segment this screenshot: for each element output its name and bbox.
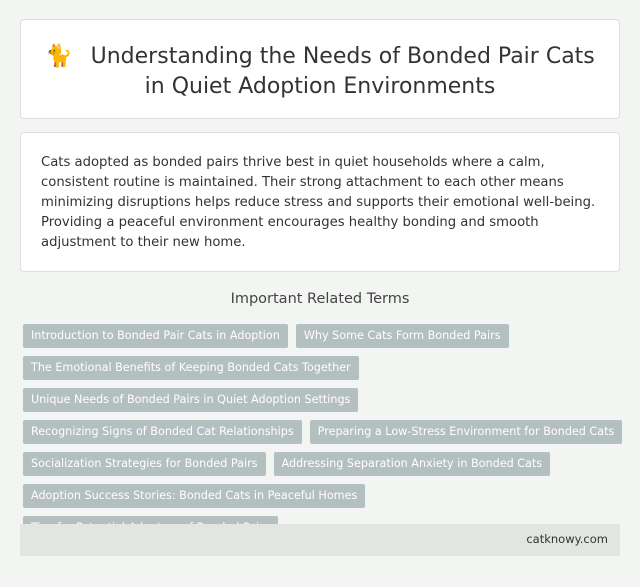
term-tag[interactable]: Addressing Separation Anxiety in Bonded …: [273, 452, 551, 476]
related-terms-list: Introduction to Bonded Pair Cats in Adop…: [23, 324, 623, 540]
term-tag[interactable]: Adoption Success Stories: Bonded Cats in…: [23, 484, 366, 508]
summary-text: Cats adopted as bonded pairs thrive best…: [41, 155, 596, 250]
title-card: 🐈 Understanding the Needs of Bonded Pair …: [20, 19, 620, 119]
term-tag[interactable]: The Emotional Benefits of Keeping Bonded…: [23, 356, 359, 380]
term-tag[interactable]: Preparing a Low-Stress Environment for B…: [309, 420, 623, 444]
footer: catknowy.com: [20, 524, 620, 556]
summary-card: Cats adopted as bonded pairs thrive best…: [20, 132, 620, 272]
footer-site-link[interactable]: catknowy.com: [526, 532, 608, 546]
title-line-2: in Quiet Adoption Environments: [144, 74, 496, 99]
title-line-1: Understanding the Needs of Bonded Pair C…: [90, 44, 595, 69]
term-tag[interactable]: Socialization Strategies for Bonded Pair…: [23, 452, 266, 476]
related-terms-heading: Important Related Terms: [230, 291, 410, 307]
page-title: 🐈 Understanding the Needs of Bonded Pair …: [21, 42, 619, 102]
cat-icon: 🐈: [45, 44, 73, 69]
term-tag[interactable]: Unique Needs of Bonded Pairs in Quiet Ad…: [23, 388, 359, 412]
term-tag[interactable]: Why Some Cats Form Bonded Pairs: [295, 324, 509, 348]
term-tag[interactable]: Introduction to Bonded Pair Cats in Adop…: [23, 324, 288, 348]
term-tag[interactable]: Recognizing Signs of Bonded Cat Relation…: [23, 420, 302, 444]
